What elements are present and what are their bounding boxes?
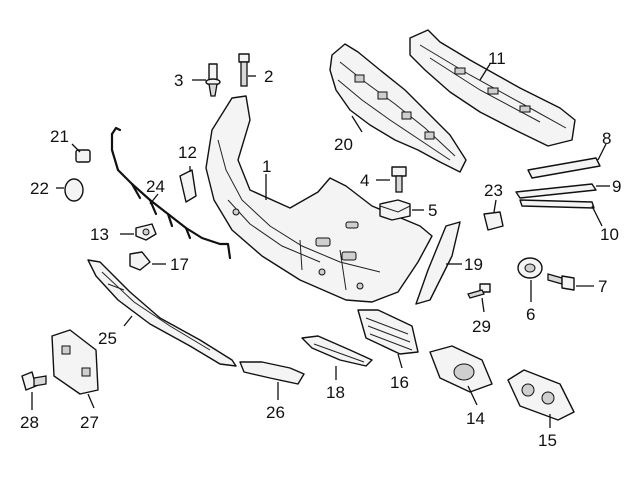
callout-20: 20 [334, 135, 353, 154]
part-3-push-clip [205, 63, 221, 97]
callout-3: 3 [174, 71, 183, 90]
part-23-cap [483, 211, 504, 231]
callout-26: 26 [266, 403, 285, 422]
part-17-holder [129, 251, 151, 271]
callout-14: 14 [466, 409, 485, 428]
part-18-trim [301, 335, 373, 367]
part-24-wiring-harness [110, 126, 232, 260]
callout-11: 11 [488, 49, 506, 68]
callout-7: 7 [598, 277, 607, 296]
leader-lines [31, 63, 610, 428]
part-12-bracket [179, 169, 197, 203]
part-5-bracket [379, 199, 411, 221]
part-21-clip [75, 149, 91, 163]
callout-21: 21 [50, 127, 69, 146]
part-29-screw [467, 283, 491, 299]
part-16-grille-insert [357, 309, 419, 355]
part-27-plate-bracket [51, 329, 99, 395]
callout-12: 12 [178, 143, 197, 162]
part-15-fog-bezel [507, 369, 575, 421]
callout-28: 28 [20, 413, 39, 432]
callout-labels: 1 2 3 4 5 6 7 8 9 10 11 12 13 14 15 16 1… [20, 49, 621, 450]
callout-24: 24 [146, 177, 165, 196]
callout-10: 10 [600, 225, 619, 244]
callout-22: 22 [30, 179, 49, 198]
callout-6: 6 [526, 305, 535, 324]
part-7-bolt [547, 273, 575, 291]
callout-4: 4 [360, 171, 369, 190]
part-2-bolt [238, 53, 250, 87]
part-25-lower-spoiler [87, 259, 237, 367]
callout-19: 19 [464, 255, 483, 274]
callout-17: 17 [170, 255, 189, 274]
callout-23: 23 [484, 181, 503, 200]
callout-13: 13 [90, 225, 109, 244]
callout-27: 27 [80, 413, 99, 432]
part-1-bumper-cover [205, 95, 433, 303]
part-28-bolt [21, 371, 47, 391]
callout-18: 18 [326, 383, 345, 402]
part-19-side-trim [415, 221, 461, 305]
callout-16: 16 [390, 373, 409, 392]
callout-9: 9 [612, 177, 621, 196]
callout-1: 1 [262, 157, 271, 176]
part-11-energy-absorber-upper [409, 29, 576, 147]
callout-8: 8 [602, 129, 611, 148]
callout-2: 2 [264, 67, 273, 86]
callout-25: 25 [98, 329, 117, 348]
part-10-strip [519, 199, 595, 209]
part-26-lower-trim [239, 361, 305, 385]
part-13-sensor [135, 223, 157, 241]
part-9-strip [515, 183, 597, 199]
part-6-nut [517, 257, 543, 279]
part-22-grommet [64, 178, 84, 202]
callout-15: 15 [538, 431, 557, 450]
callout-29: 29 [472, 317, 491, 336]
part-14-fog-bezel [429, 345, 493, 393]
part-20-impact-absorber [329, 43, 467, 173]
callout-5: 5 [428, 201, 437, 220]
part-4-bolt [391, 166, 407, 193]
part-8-strip [527, 157, 601, 179]
